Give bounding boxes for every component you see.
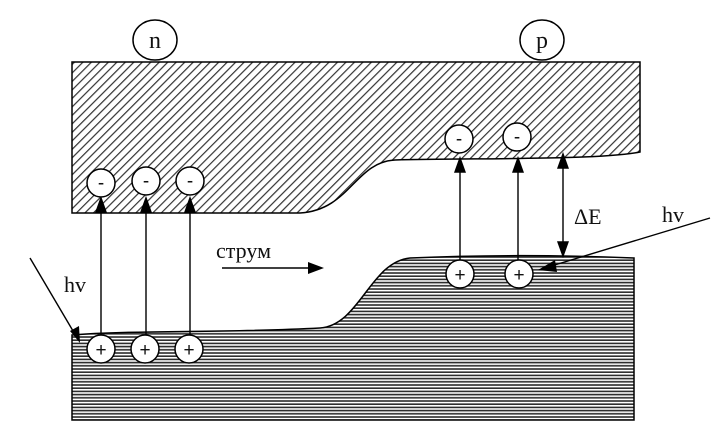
svg-text:+: +	[454, 265, 465, 286]
band-gap-arrow	[557, 151, 569, 259]
hole: +	[174, 334, 204, 364]
photon-label-left: hv	[64, 272, 86, 297]
svg-text:-: -	[98, 173, 104, 194]
right-excitation-arrows	[454, 155, 524, 262]
current-label: струм	[216, 238, 271, 263]
electron: -	[502, 122, 532, 152]
svg-text:-: -	[143, 171, 149, 192]
left-excitation-arrows	[95, 195, 196, 338]
svg-text:+: +	[183, 340, 194, 361]
svg-text:-: -	[514, 127, 520, 148]
photon-label-right: hv	[662, 202, 684, 227]
hole: +	[504, 259, 534, 289]
svg-text:+: +	[139, 340, 150, 361]
hole: +	[445, 259, 475, 289]
delta-e-label: ΔE	[574, 204, 602, 229]
electron: -	[86, 168, 116, 198]
n-region-marker: n	[132, 19, 178, 61]
photon-arrow-left	[29, 257, 80, 343]
svg-text:-: -	[187, 171, 193, 192]
svg-text:+: +	[95, 340, 106, 361]
n-label: n	[149, 28, 161, 54]
electron: -	[175, 166, 205, 196]
p-region-marker: p	[519, 19, 565, 61]
hole: +	[86, 334, 116, 364]
current-arrow	[222, 262, 324, 274]
valence-band	[71, 255, 635, 421]
electron: -	[444, 124, 474, 154]
electron: -	[131, 166, 161, 196]
p-label: p	[536, 28, 548, 54]
svg-text:-: -	[456, 129, 462, 150]
conduction-band	[71, 61, 641, 214]
hole: +	[130, 334, 160, 364]
svg-text:+: +	[513, 265, 524, 286]
photon-arrow-right	[538, 217, 711, 272]
